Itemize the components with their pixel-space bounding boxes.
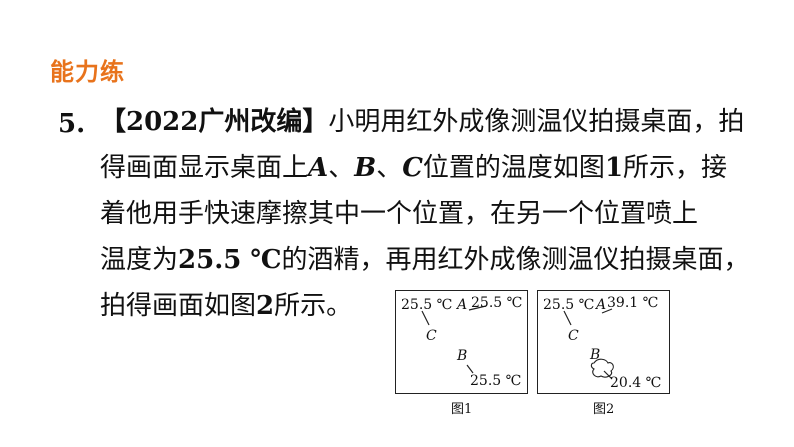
temp-a: 25.5 ℃ — [471, 295, 523, 311]
question-line-5: 拍得画面如图2所示。 — [100, 290, 352, 322]
question-line-3: 着他用手快速摩擦其中一个位置，在另一个位置喷上 — [100, 198, 698, 230]
label-c: C — [426, 328, 437, 344]
label-a: A — [596, 297, 607, 313]
question-text-4a: 温度为 — [100, 245, 179, 275]
pointer-a — [601, 308, 613, 314]
label-a: A — [457, 297, 468, 313]
figure-2-caption: 图2 — [593, 402, 615, 417]
figure-1: 25.5 ℃ C A 25.5 ℃ B 25.5 ℃ — [395, 290, 528, 394]
question-text-2b: 位置的温度如图 — [422, 153, 605, 183]
question-text-4b: 的酒精，再用红外成像测温仪拍摄桌面， — [281, 245, 750, 275]
temp-c: 25.5 ℃ — [543, 297, 595, 313]
temp-b: 20.4 ℃ — [610, 375, 662, 391]
point-c-label: C — [402, 153, 423, 183]
point-b-label: B — [354, 153, 377, 183]
question-line-4: 温度为25.5 ℃的酒精，再用红外成像测温仪拍摄桌面， — [100, 244, 750, 276]
figure-2-pointers — [563, 308, 614, 380]
label-c: C — [568, 328, 579, 344]
pointer-c — [563, 310, 572, 326]
temp-b: 25.5 ℃ — [470, 373, 522, 389]
question-text-5b: 所示。 — [274, 291, 353, 321]
separator: 、 — [328, 153, 355, 183]
figure-2: 25.5 ℃ C A 39.1 ℃ B 20.4 ℃ — [537, 290, 670, 394]
figure-1-pointers — [421, 305, 487, 374]
question-text-2c: 所示，接 — [623, 153, 728, 183]
question-text-1: 小明用红外成像测温仪拍摄桌面，拍 — [328, 107, 745, 137]
question-text-5a: 拍得画面如图 — [100, 291, 257, 321]
figure-ref-1: 1 — [604, 153, 624, 183]
figure-1-caption: 图1 — [451, 402, 473, 417]
question-text-2a: 得画面显示桌面上 — [100, 153, 309, 183]
figure-ref-2: 2 — [256, 291, 275, 321]
pointer-b — [603, 370, 613, 380]
pointer-b — [466, 364, 474, 374]
point-a-label: A — [308, 153, 329, 183]
pointer-a — [468, 305, 487, 311]
temp-a: 39.1 ℃ — [607, 295, 659, 311]
question-line-2: 得画面显示桌面上A、B、C位置的温度如图1所示，接 — [100, 152, 727, 184]
label-b: B — [457, 348, 468, 364]
question-number: 5. — [58, 109, 86, 139]
separator: 、 — [376, 153, 403, 183]
alcohol-temperature: 25.5 ℃ — [178, 245, 282, 275]
section-title: 能力练 — [50, 58, 125, 86]
question-source: 【2022广州改编】 — [100, 107, 329, 137]
temp-c: 25.5 ℃ — [401, 297, 453, 313]
label-b: B — [590, 347, 601, 363]
question-line-1: 【2022广州改编】小明用红外成像测温仪拍摄桌面，拍 — [100, 106, 744, 138]
question-text-3: 着他用手快速摩擦其中一个位置，在另一个位置喷上 — [100, 199, 699, 229]
pointer-c — [421, 310, 430, 326]
